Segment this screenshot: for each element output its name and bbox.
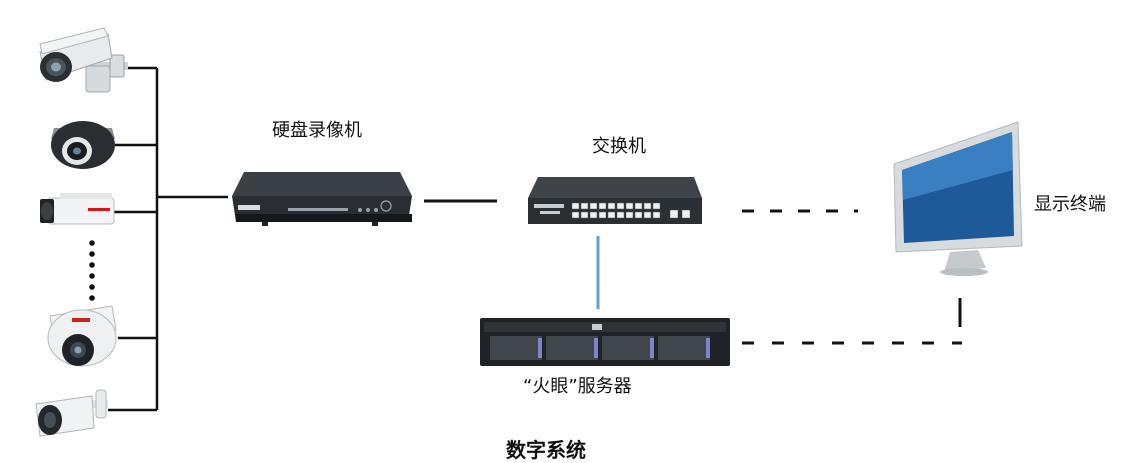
switch-label: 交换机 [592,136,646,157]
dome-camera-icon [51,121,115,169]
diagram-title: 数字系统 [506,438,586,462]
display-label: 显示终端 [1034,194,1106,215]
network-switch-icon [528,177,702,224]
ellipsis-dots [89,240,95,301]
server-label: “火眼”服务器 [523,376,632,397]
mini-bullet-camera-icon [35,389,108,437]
monitor-icon [893,121,1023,276]
dvr-label: 硬盘录像机 [272,120,362,141]
dome-camera-icon [47,305,117,367]
camera-bus [108,66,228,412]
dvr-icon [232,172,412,226]
bullet-camera-icon [39,27,128,93]
box-camera-icon [40,193,115,225]
rack-server-icon [480,318,730,366]
